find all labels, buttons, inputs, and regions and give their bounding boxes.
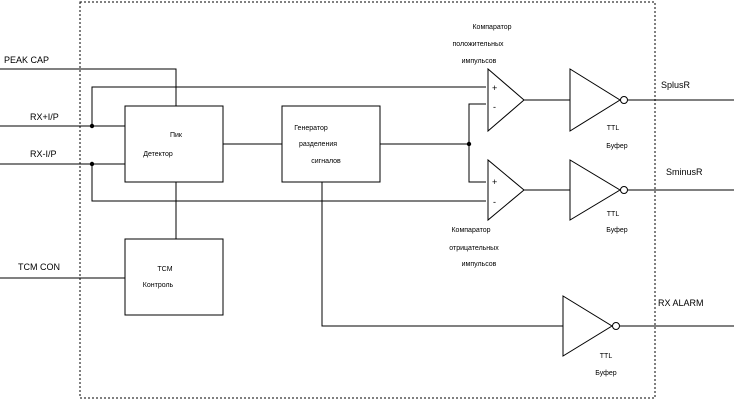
ttl-buffer-middle: TTL Буфер <box>569 159 734 234</box>
ttl-buffer-middle-label-2: Буфер <box>606 227 628 234</box>
tcm-control-block: TCM Контроль <box>124 238 224 316</box>
positive-comparator-caption-3: импульсов <box>462 58 497 65</box>
positive-comparator-caption-1: Компаратор <box>472 24 511 31</box>
positive-comparator: + - <box>487 67 570 133</box>
ttl-buffer-middle-label-1: TTL <box>607 211 620 218</box>
output-label-rx-alarm: RX ALARM <box>658 298 704 308</box>
pulse-generator-label-3: сигналов <box>311 158 341 165</box>
ttl-buffer-bottom-label-1: TTL <box>600 353 613 360</box>
chip-boundary <box>79 1 656 399</box>
negative-comparator-caption-2: отрицательных <box>449 245 499 252</box>
input-label-peak-cap: PEAK CAP <box>4 55 49 65</box>
input-label-rx-plus: RX+I/P <box>30 112 59 122</box>
ttl-buffer-bottom: TTL Буфер <box>562 295 734 377</box>
positive-comparator-minus: - <box>493 102 496 112</box>
ttl-buffer-top-label-2: Буфер <box>606 143 628 150</box>
junction-rx-plus <box>89 123 95 129</box>
input-label-rx-minus: RX-I/P <box>30 149 57 159</box>
negative-comparator-caption-1: Компаратор <box>451 227 490 234</box>
ttl-buffer-bottom-label-2: Буфер <box>595 370 617 377</box>
junction-rx-minus <box>89 161 95 167</box>
negative-comparator: + - <box>487 158 570 222</box>
peak-detector-label-1: Пик <box>170 132 183 139</box>
negative-comparator-minus: - <box>493 197 496 207</box>
pulse-generator-label-1: Генератор <box>294 125 328 132</box>
output-label-splus: SplusR <box>661 80 691 90</box>
input-label-tcm-con: TCM CON <box>18 262 60 272</box>
output-label-sminus: SminusR <box>666 167 703 177</box>
ttl-buffer-top-label-1: TTL <box>607 125 620 132</box>
pulse-generator-label-2: разделения <box>299 141 337 148</box>
peak-detector-label-2: Детектор <box>143 151 173 158</box>
peak-detector-block: Пик Детектор <box>124 105 224 183</box>
pulse-generator-block: Генератор разделения сигналов <box>281 105 381 183</box>
ttl-buffer-top: TTL Буфер <box>569 68 734 150</box>
negative-comparator-plus: + <box>492 177 497 187</box>
negative-comparator-caption-3: импульсов <box>462 261 497 268</box>
tcm-control-label-2: Контроль <box>143 282 174 289</box>
positive-comparator-plus: + <box>492 83 497 93</box>
junction-generator-bus <box>466 141 472 147</box>
tcm-control-label-1: TCM <box>157 266 172 273</box>
positive-comparator-caption-2: положительных <box>452 41 504 48</box>
